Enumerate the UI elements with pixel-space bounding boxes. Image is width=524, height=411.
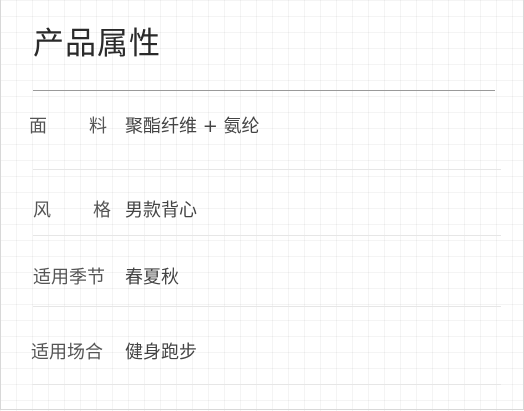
row-divider	[33, 384, 501, 385]
attribute-row-occasion: 适用场合 健身跑步	[1, 338, 524, 368]
attribute-label: 适用场合	[31, 342, 103, 363]
attribute-label: 适用季节	[33, 267, 105, 288]
section-title: 产品属性	[33, 26, 161, 62]
attribute-value: 聚酯纤维 + 氨纶	[125, 116, 260, 137]
row-divider	[33, 235, 501, 236]
attribute-row-season: 适用季节 春夏秋	[1, 263, 524, 293]
attribute-row-style: 风 格 男款背心	[1, 196, 524, 226]
attribute-value: 男款背心	[125, 200, 197, 221]
attribute-row-fabric: 面 料 聚酯纤维 + 氨纶	[1, 112, 524, 142]
attribute-value: 健身跑步	[125, 342, 197, 363]
row-divider	[33, 306, 501, 307]
title-divider	[33, 90, 495, 91]
attribute-value: 春夏秋	[125, 267, 179, 288]
row-divider	[33, 169, 501, 170]
